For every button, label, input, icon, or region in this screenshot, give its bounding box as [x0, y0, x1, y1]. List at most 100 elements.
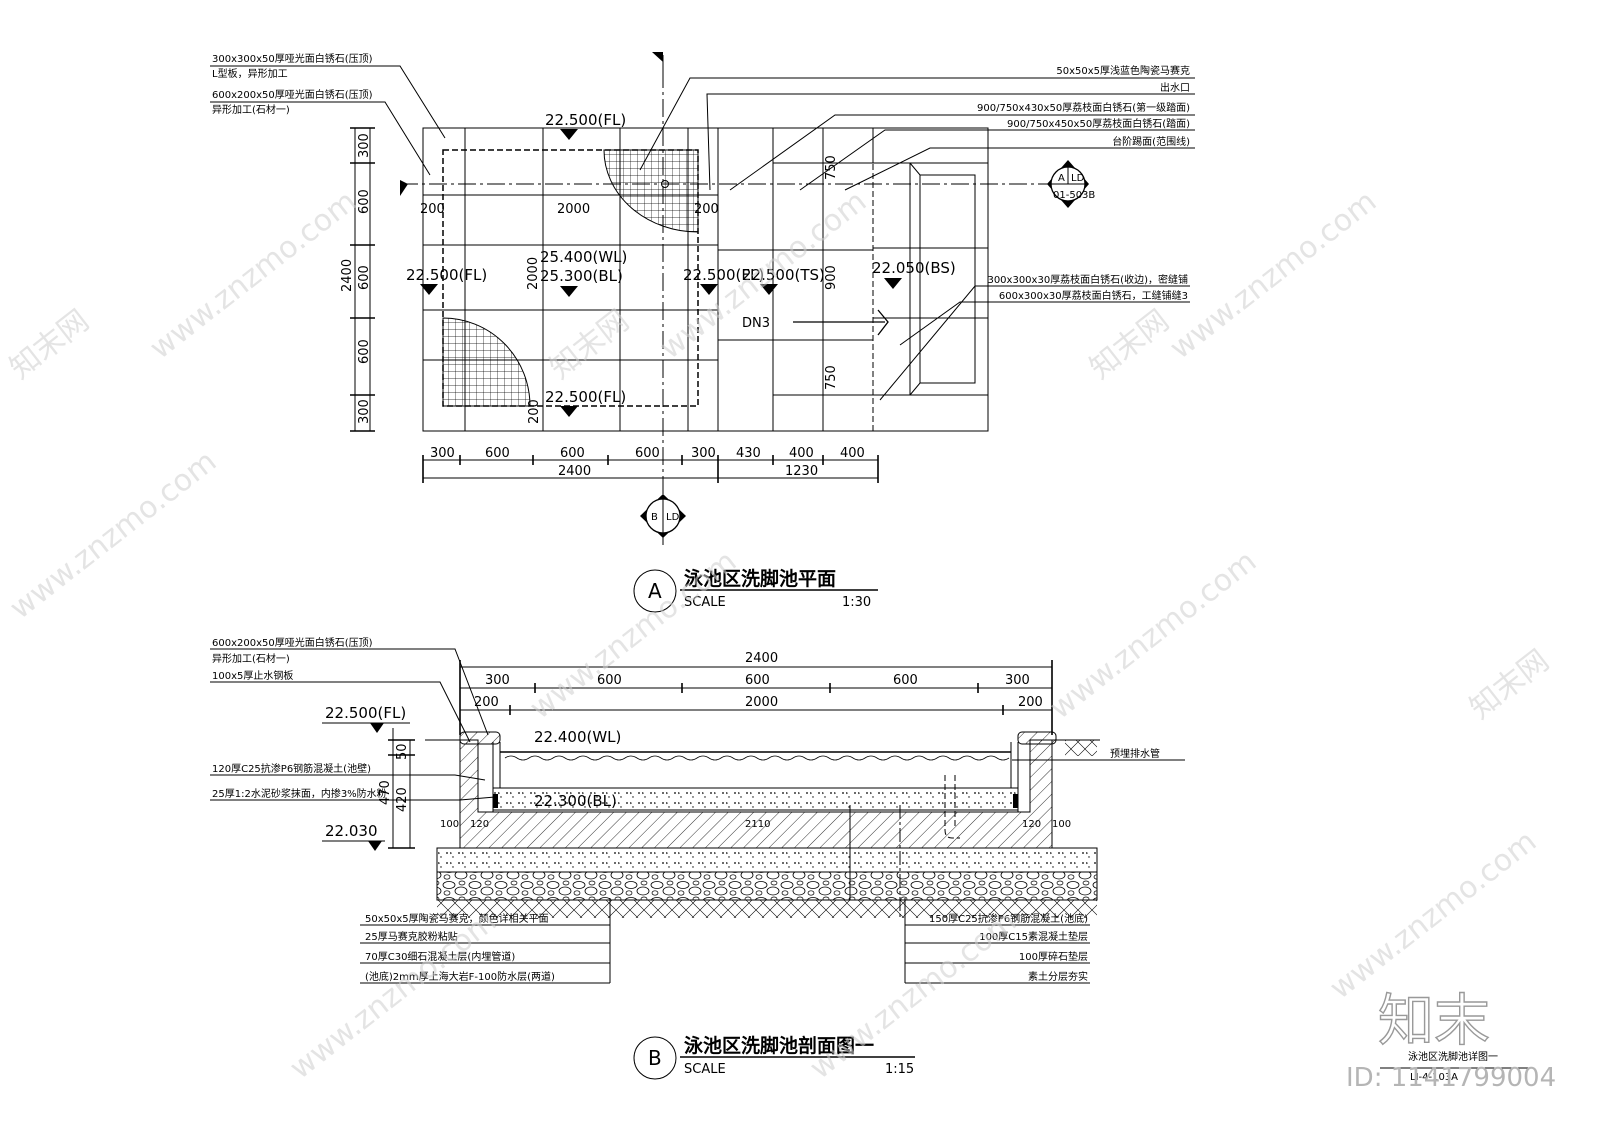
watermark-brand-2: 知末网: [543, 303, 635, 386]
level-fl-top: 22.500(FL): [545, 111, 626, 129]
section-marker-b: [640, 494, 686, 538]
section-a-letter: A: [1058, 173, 1065, 184]
sec-bot-dim-2: 120: [470, 819, 489, 830]
title-b-letter: B: [648, 1046, 662, 1070]
dim-left-5: 300: [357, 399, 372, 424]
sec-bot-dim-4: 120: [1022, 819, 1041, 830]
sec-side-dim-1: 50: [395, 743, 410, 760]
dim-bottom-7: 400: [789, 446, 814, 461]
plan-callout-right-2: 出水口: [1160, 81, 1190, 94]
plan-callout-right-6: 300x300x30厚荔枝面白锈石(收边)，密缝铺: [987, 273, 1188, 286]
sec-bl-callout-2: 25厚马赛克胶粉粘贴: [365, 930, 458, 943]
dim-left-3: 600: [357, 265, 372, 290]
watermark-site-9: www.znzmo.com: [1323, 824, 1543, 1006]
section-labels: 600x200x50厚哑光面白锈石(压顶) 异形加工(石材一) 100x5厚止水…: [212, 636, 1160, 1077]
watermark-brand-4: 知末网: [1463, 643, 1555, 726]
section-a-ref: 01-503B: [1053, 190, 1095, 201]
watermark-site-3: www.znzmo.com: [1163, 184, 1383, 366]
plan-callout-right-3: 900/750x430x50厚荔枝面白锈石(第一级踏面): [977, 101, 1190, 114]
dim-bottom-8: 400: [840, 446, 865, 461]
plan-callout-right-5: 台阶踢面(范围线): [1112, 135, 1190, 148]
dim-bottom-4: 600: [635, 446, 660, 461]
image-id: ID: 1141799004: [1346, 1063, 1556, 1093]
pipe-label: DN3: [742, 316, 770, 331]
plan-callout-left-2: 600x200x50厚哑光面白锈石(压顶): [212, 88, 373, 101]
dim-left-total: 2400: [340, 259, 355, 292]
section-b-letter: B: [651, 512, 658, 523]
dim-bottom-1: 300: [430, 446, 455, 461]
title-a-scale-label: SCALE: [684, 595, 726, 610]
dim-left-2: 600: [357, 189, 372, 214]
sec-bot-dim-3: 2110: [745, 819, 770, 830]
sec-inner-dim-3: 200: [1018, 695, 1043, 710]
sec-br-callout-2: 100厚C15素混凝土垫层: [979, 930, 1088, 943]
sec-top-dim-2: 600: [597, 673, 622, 688]
plan-callout-right-4: 900/750x450x50厚荔枝面白锈石(踏面): [1007, 117, 1190, 130]
sec-level-fl: 22.500(FL): [325, 704, 406, 722]
watermark-site-5: www.znzmo.com: [523, 544, 743, 726]
sec-bl-callout-4: (池底)2mm厚上海大岩F-100防水层(两道): [365, 970, 555, 983]
sec-callout-mortar: 25厚1:2水泥砂浆抹面，内掺3%防水粉: [212, 787, 387, 800]
level-markers: [420, 129, 902, 417]
sec-inner-dim-1: 200: [474, 695, 499, 710]
plan-callout-left-1b: L型板，异形加工: [212, 67, 288, 80]
plan-callout-left-1: 300x300x50厚哑光面白锈石(压顶): [212, 52, 373, 65]
gravel-layer: [436, 871, 1098, 901]
plan-callout-right-1: 50x50x5厚浅蓝色陶瓷马赛克: [1056, 64, 1190, 77]
sec-bl-callout-1: 50x50x5厚陶瓷马赛克，颜色详相关平面: [365, 912, 549, 925]
title-b-name: 泳池区洗脚池剖面图一: [684, 1034, 874, 1057]
step-dim-3: 750: [824, 365, 839, 390]
step-dim-1: 750: [824, 155, 839, 180]
sec-callout-2: 100x5厚止水钢板: [212, 669, 293, 682]
sheet-number: LI-4-103A: [1410, 1072, 1458, 1083]
dim-bottom-5: 300: [691, 446, 716, 461]
coping-right: [1017, 731, 1057, 745]
sec-br-callout-1: 150厚C25抗渗P6钢筋混凝土(池底): [929, 912, 1088, 925]
sec-top-dim-3: 600: [745, 673, 770, 688]
section-marker-a: [1047, 160, 1089, 208]
watermarks: www.znzmo.com www.znzmo.com www.znzmo.co…: [3, 184, 1555, 1086]
sec-bl-callout-3: 70厚C30细石混凝土层(内埋管道): [365, 950, 515, 963]
sec-callout-wall: 120厚C25抗渗P6钢筋混凝土(池壁): [212, 762, 371, 775]
mosaic-patch-bottom: [442, 317, 531, 407]
section-b-code: LD: [666, 512, 680, 523]
c15-cushion-layer: [436, 847, 1098, 873]
sec-drain-label: 预埋排水管: [1110, 747, 1160, 760]
sec-top-total: 2400: [745, 651, 778, 666]
level-bl: 25.300(BL): [540, 267, 623, 285]
section-view: [210, 648, 1185, 984]
plan-view: [210, 55, 1195, 545]
watermark-site-1: www.znzmo.com: [143, 184, 363, 366]
pool-basin-outline: [442, 149, 699, 407]
sec-bot-dim-1: 100: [440, 819, 459, 830]
sec-level-base: 22.030: [325, 822, 378, 840]
sec-top-dim-1: 300: [485, 673, 510, 688]
brand-logo: 知末: [1378, 989, 1490, 1054]
title-a-letter: A: [648, 579, 662, 603]
title-b-scale-label: SCALE: [684, 1062, 726, 1077]
sec-top-dim-5: 300: [1005, 673, 1030, 688]
sec-br-callout-3: 100厚碎石垫层: [1019, 950, 1088, 963]
sec-inner-dim-2: 2000: [745, 695, 778, 710]
sec-callout-1: 600x200x50厚哑光面白锈石(压顶): [212, 636, 373, 649]
watermark-site-8: www.znzmo.com: [803, 904, 1023, 1086]
steps-area: [717, 127, 989, 432]
title-b-scale: 1:15: [885, 1062, 914, 1077]
level-bs: 22.050(BS): [872, 259, 956, 277]
dim-bottom-total-b: 1230: [785, 464, 818, 479]
mosaic-patch-top: [603, 149, 699, 233]
plan-labels: 300x300x50厚哑光面白锈石(压顶) L型板，异形加工 600x200x5…: [212, 52, 1190, 610]
sec-level-bl: 22.300(BL): [534, 792, 617, 810]
watermark-brand-1: 知末网: [3, 303, 95, 386]
sec-side-dim-3: 420: [395, 787, 410, 812]
section-a-code: LD: [1071, 173, 1085, 184]
title-a-name: 泳池区洗脚池平面: [684, 567, 836, 590]
sec-level-wl: 22.400(WL): [534, 728, 621, 746]
title-a-scale: 1:30: [842, 595, 871, 610]
watermark-brand-3: 知末网: [1083, 303, 1175, 386]
sec-br-callout-4: 素土分层夯实: [1028, 970, 1088, 983]
sheet-name: 泳池区洗脚池详图一: [1408, 1050, 1498, 1063]
sec-callout-1b: 异形加工(石材一): [212, 652, 290, 665]
watermark-site-6: www.znzmo.com: [1043, 544, 1263, 726]
